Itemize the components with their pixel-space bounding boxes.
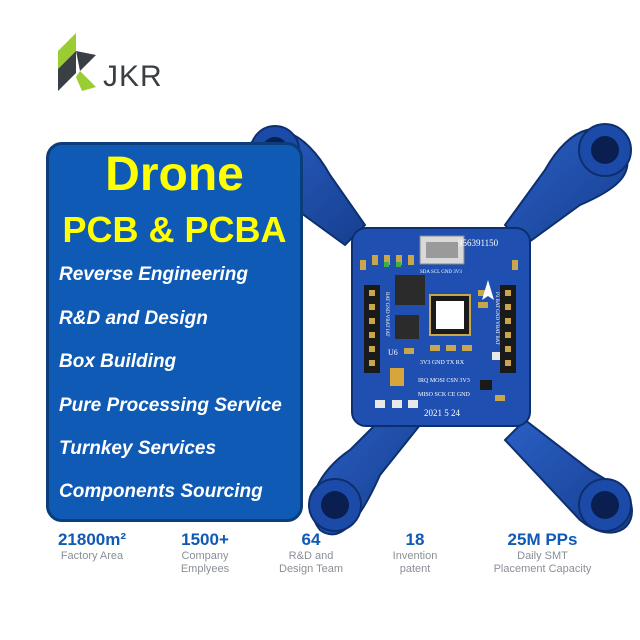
pcb-pins-spi2: MISO SCK CE GND <box>418 392 471 398</box>
service-item: R&D and Design <box>59 308 208 329</box>
service-item: Turnkey Services <box>59 438 217 459</box>
pcb-u6-label: U6 <box>388 348 398 357</box>
pcb-pins-left: BAT GND VBAT IAT <box>384 292 389 337</box>
stat-value: 25M PPs <box>507 530 578 549</box>
stat-label: Company Emplyees <box>180 550 230 575</box>
stat-value: 1500+ <box>181 530 229 549</box>
right-pin-header <box>500 285 516 373</box>
jkr-logo <box>58 33 96 91</box>
pcb-part-number: 956391150 <box>458 238 499 248</box>
pcb-date: 2021 5 24 <box>424 408 461 418</box>
stat-label: R&D and Design Team <box>279 550 343 575</box>
panel-subtitle: PCB & PCBA <box>62 209 287 250</box>
left-pin-header <box>364 285 380 373</box>
service-item: Components Sourcing <box>59 481 263 502</box>
panel-title: Drone <box>105 148 244 201</box>
brand-name: JKR <box>103 60 163 93</box>
stat-label: Invention patent <box>392 550 438 575</box>
motor-mounts <box>250 123 632 532</box>
stat-patents: 18 Invention patent <box>360 530 470 576</box>
pcb-pins-mid: 3V3 GND TX RX <box>420 360 465 366</box>
jkr-k-icon <box>58 33 96 91</box>
stat-label: Factory Area <box>60 550 124 562</box>
services-panel: Drone PCB & PCBA Reverse Engineering R&D… <box>46 142 303 522</box>
pcb-pins-spi1: IRQ MOSI CSN 3V3 <box>418 378 470 384</box>
stat-value: 21800m² <box>57 530 127 549</box>
stat-rd-team: 64 R&D and Design Team <box>256 530 366 576</box>
pcb-pins-top: SDA SCL GND 3V3 <box>420 270 462 275</box>
stat-label: Daily SMT Placement Capacity <box>493 550 592 575</box>
stat-factory-area: 21800m² Factory Area <box>37 530 147 563</box>
stat-smt-capacity: 25M PPs Daily SMT Placement Capacity <box>480 530 605 576</box>
stat-value: 64 <box>301 530 321 549</box>
service-item: Pure Processing Service <box>59 395 282 416</box>
service-item: Reverse Engineering <box>59 264 249 285</box>
stat-value: 18 <box>405 530 425 549</box>
service-item: Box Building <box>59 351 177 372</box>
pcb-pins-right: P3 BAT GND VBAT BAT <box>494 292 499 345</box>
stat-employees: 1500+ Company Emplyees <box>150 530 260 576</box>
